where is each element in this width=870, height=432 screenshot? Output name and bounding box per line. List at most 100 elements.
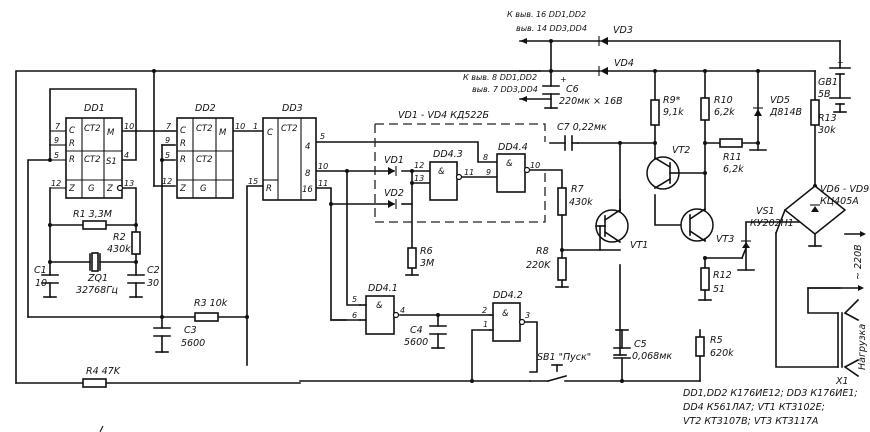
load-label: Нагрузка — [857, 324, 868, 370]
vd5-name: VD5 — [770, 95, 790, 106]
vt2-transistor: VT2 — [646, 145, 690, 190]
r10-value: 6,2k — [714, 107, 735, 118]
bridge-rectifier: VD6 - VD9 КЦ405А ~ 220В — [774, 184, 869, 291]
capacitors: C1 10 C2 30 C3 5600 C4 5600 C5 0,068мк +… — [34, 75, 672, 362]
c3-value: 5600 — [181, 338, 205, 349]
dd1-pin-7: 7 — [55, 122, 61, 131]
dd2-cell-r2: R — [180, 155, 186, 165]
dd1-cell-z2: Z — [106, 184, 113, 194]
r5-value: 620k — [710, 348, 734, 359]
sb1-button[interactable]: SB1 "Пуск" — [529, 352, 591, 382]
dd42-label: DD4.2 — [493, 290, 523, 301]
r9-value: 9,1k — [663, 107, 684, 118]
c6-name: C6 — [566, 84, 579, 95]
dd2-pin-7: 7 — [166, 122, 172, 131]
vd3-diode-icon — [600, 37, 608, 45]
power-note-mid-1: К выв. 8 DD1,DD2 — [463, 73, 537, 82]
dd3-pin-11: 11 — [318, 179, 328, 188]
x1-label: X1 — [835, 376, 849, 387]
dd1-pin-13: 13 — [124, 179, 134, 188]
r8-name: R8 — [536, 246, 549, 257]
dd3-pin-1: 1 — [253, 122, 258, 131]
r8-resistor-icon — [557, 257, 567, 281]
c1-name: C1 — [34, 265, 47, 276]
dd1-cell-r1: R — [69, 139, 75, 149]
dd3-label: DD3 — [282, 103, 303, 114]
r13-name: R13 — [818, 113, 837, 124]
gate-dd4-2: DD4.2 & 2 1 3 — [482, 290, 530, 342]
vs1-value: КУ202Н1 — [750, 218, 794, 229]
dd1-cell-ct2b: CT2 — [84, 155, 101, 165]
dd1-pin-4: 4 — [124, 151, 129, 160]
vd3-label: VD3 — [613, 25, 633, 36]
r11-name: R11 — [723, 152, 742, 163]
diode-block: VD1 - VD4 КД522Б VD1 VD2 — [374, 110, 546, 223]
dd1-pin-12: 12 — [51, 179, 61, 188]
r13-resistor-icon — [810, 99, 820, 126]
vd2-label: VD2 — [384, 188, 404, 199]
gb1-battery: + GB1 5В — [818, 58, 851, 113]
mains-label: ~ 220В — [853, 244, 864, 280]
zq1-value: 32768Гц — [76, 285, 118, 296]
arrow-icon — [860, 231, 866, 237]
c4-value: 5600 — [404, 337, 428, 348]
r13-value: 30k — [818, 125, 836, 136]
dd1-pin-5: 5 — [54, 151, 59, 160]
dd1-cell-z: Z — [68, 184, 75, 194]
dd43-label: DD4.3 — [433, 149, 463, 160]
arrow-icon — [520, 96, 527, 102]
dd3-cell-4: 4 — [305, 142, 310, 152]
r7-resistor-icon — [557, 187, 567, 216]
c1-value: 10 — [35, 278, 47, 289]
dd44-pin-8: 8 — [483, 153, 488, 162]
vt1-transistor: VT1 — [595, 208, 648, 251]
wires — [15, 40, 861, 384]
r6-name: R6 — [420, 246, 433, 257]
svg-text:+: + — [837, 58, 844, 67]
dd3-cell-ct2: CT2 — [281, 124, 298, 134]
dd44-pin-9: 9 — [486, 168, 491, 177]
r9-resistor-icon — [650, 99, 660, 126]
r10-resistor-icon — [700, 97, 710, 121]
gb1-value: 5В — [818, 89, 831, 100]
dd2-cell-ct2b: CT2 — [196, 155, 213, 165]
c5-name: C5 — [634, 339, 647, 350]
dd44-label: DD4.4 — [498, 142, 528, 153]
dd3-cell-16: 16 — [302, 185, 313, 195]
dd43-pin-12: 12 — [414, 161, 424, 170]
dd3-pin-15: 15 — [248, 177, 258, 186]
r12-name: R12 — [713, 270, 732, 281]
vd4-label: VD4 — [614, 58, 634, 69]
chip-dd1: DD1 C CT2 M R R CT2 S1 Z G Z 7 9 5 12 10… — [50, 103, 134, 199]
dd1-cell-s1: S1 — [106, 157, 117, 167]
gb1-name: GB1 — [818, 77, 838, 88]
dd1-cell-g: G — [88, 184, 95, 194]
dd41-pin-5: 5 — [352, 295, 357, 304]
dd3-cell-r: R — [266, 184, 272, 194]
dd2-cell-m: M — [219, 128, 227, 138]
dd2-pin-12: 12 — [162, 177, 172, 186]
svg-text:+: + — [560, 75, 567, 84]
r3-resistor-icon — [194, 312, 219, 322]
vd1-diode-icon — [388, 167, 395, 175]
parts-legend: DD1,DD2 К176ИЕ12; DD3 К176ИЕ1; DD4 К561Л… — [683, 388, 858, 427]
r7-value: 430k — [569, 197, 593, 208]
vd69-name: VD6 - VD9 — [820, 184, 869, 195]
r9-name: R9* — [663, 95, 681, 106]
dd42-pin-2: 2 — [482, 306, 487, 315]
vt3-label: VT3 — [716, 234, 734, 245]
legend-line-2: DD4 К561ЛА7; VT1 КТ3102Е; — [683, 402, 825, 413]
chip-dd3: DD3 C CT2 R 4 8 16 1 15 5 10 11 — [248, 103, 328, 201]
dd2-cell-c: C — [180, 126, 186, 136]
dd42-pin-1: 1 — [483, 320, 488, 329]
chip-dd2: DD2 C CT2 M R R CT2 Z G 7 9 5 12 10 — [162, 103, 245, 199]
dd2-pin-10: 10 — [235, 122, 245, 131]
dd41-and-symbol: & — [376, 301, 383, 311]
r11-value: 6,2k — [723, 164, 744, 175]
arrow-icon — [520, 38, 527, 44]
vs1-name: VS1 — [756, 206, 775, 217]
dd1-pin-9: 9 — [54, 136, 59, 145]
dd2-pin-5: 5 — [165, 151, 170, 160]
vd-group-label: VD1 - VD4 КД522Б — [398, 110, 490, 121]
r12-value: 51 — [713, 284, 725, 295]
